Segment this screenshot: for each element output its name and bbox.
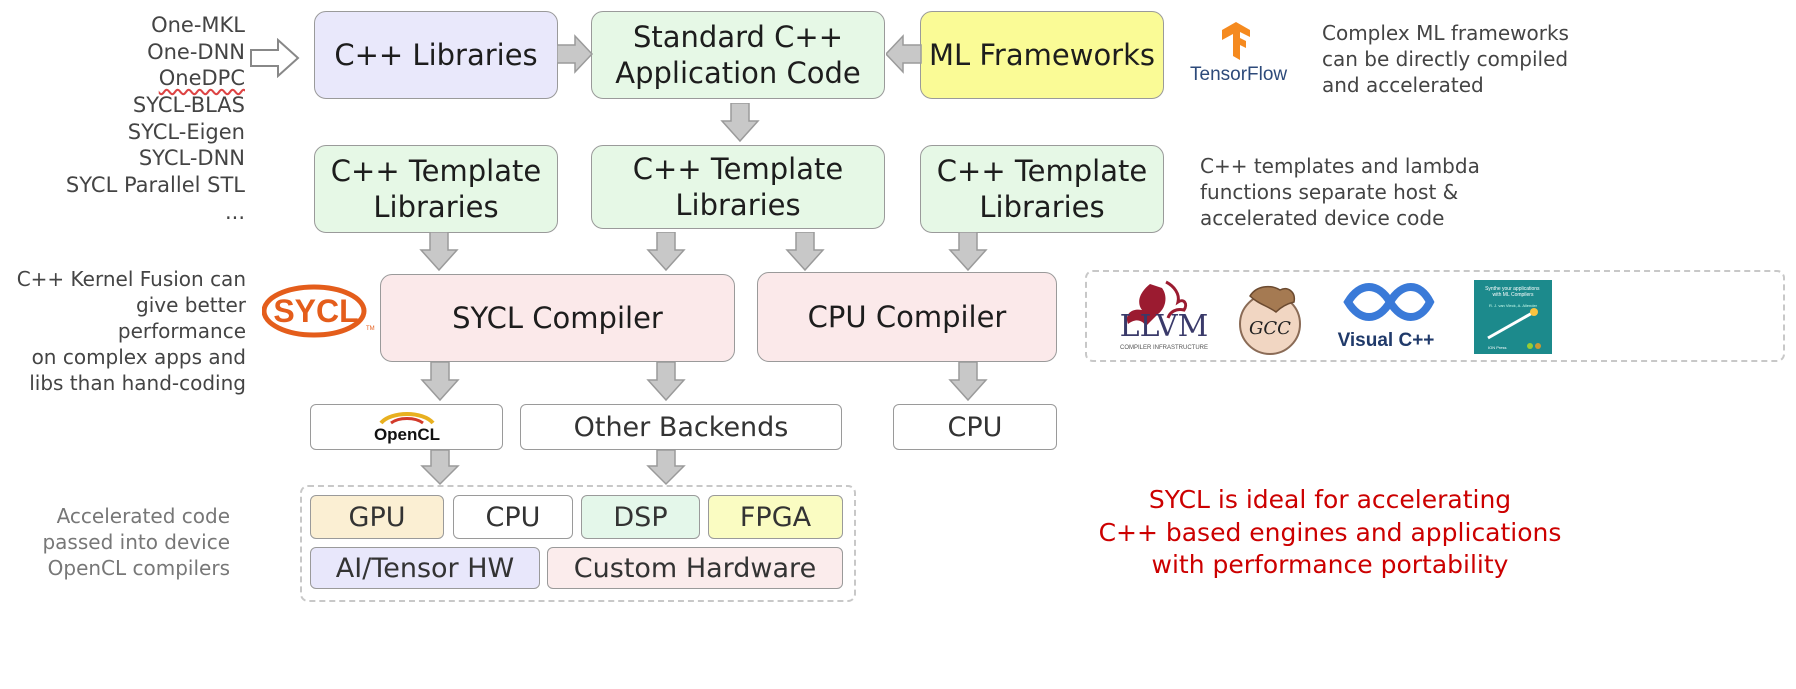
- dsp-device: DSP: [581, 495, 700, 539]
- gcc-gnu-icon: GCC: [1239, 285, 1301, 355]
- cpu-backend-box: CPU: [893, 404, 1057, 450]
- gray-arrow-icon: [785, 232, 825, 272]
- svg-text:SYCL: SYCL: [273, 293, 358, 329]
- gray-arrow-icon: [948, 232, 988, 272]
- compiler-logos-panel: [1085, 270, 1785, 362]
- library-item: ...: [224, 199, 245, 224]
- cpu-compiler-box: CPU Compiler: [757, 272, 1057, 362]
- template-libraries-box: C++ Template Libraries: [920, 145, 1164, 233]
- library-item: SYCL-Eigen: [127, 119, 245, 144]
- standard-app-code-box: Standard C++ Application Code: [591, 11, 885, 99]
- svg-text:COMPILER INFRASTRUCTURE: COMPILER INFRASTRUCTURE: [1120, 345, 1208, 351]
- library-item: One-DNN: [147, 39, 245, 64]
- other-backends-box: Other Backends: [520, 404, 842, 450]
- library-item: SYCL-DNN: [138, 146, 245, 171]
- llvm-dragon-icon: LLVM COMPILER INFRASTRUCTURE: [1120, 280, 1209, 351]
- ml-frameworks-box: ML Frameworks: [920, 11, 1164, 99]
- svg-text:Synthe your applications w: Synthe your applications with ML Compile…: [1485, 286, 1541, 298]
- gray-arrow-icon: [420, 362, 460, 402]
- tensorflow-logo-icon: [1222, 22, 1250, 60]
- gray-arrow-icon: [646, 362, 686, 402]
- device-panel: [300, 485, 856, 602]
- svg-text:R. J. van Vleck, A. Allender: R. J. van Vleck, A. Allender: [1489, 303, 1538, 308]
- svg-text:ION Press: ION Press: [1488, 345, 1506, 350]
- fpga-device: FPGA: [708, 495, 843, 539]
- opencl-backend-box: OpenCL: [310, 404, 503, 450]
- ml-frameworks-note: Complex ML frameworks can be directly co…: [1322, 21, 1569, 97]
- templates-note: C++ templates and lambda functions separ…: [1200, 154, 1480, 230]
- tensorflow-logo-text: TensorFlow: [1190, 64, 1288, 85]
- gpu-device: GPU: [310, 495, 444, 539]
- gray-arrow-icon: [886, 34, 922, 74]
- library-item: SYCL-BLAS: [132, 92, 245, 117]
- kernel-fusion-note: C++ Kernel Fusion can give better perfor…: [16, 267, 246, 395]
- book-cover-icon: Synthe your applications with ML Compile…: [1474, 280, 1552, 354]
- svg-text:Visual C++: Visual C++: [1338, 330, 1435, 351]
- custom-hardware-device: Custom Hardware: [547, 547, 843, 589]
- template-libraries-box: C++ Template Libraries: [591, 145, 885, 229]
- opencl-logo-icon: OpenCL: [373, 412, 440, 444]
- gray-arrow-icon: [646, 232, 686, 272]
- gray-arrow-icon: [948, 362, 988, 402]
- accelerated-code-note: Accelerated code passed into device Open…: [42, 504, 230, 580]
- cpp-libraries-box: C++ Libraries: [314, 11, 558, 99]
- library-item: OneDPC: [158, 66, 245, 91]
- svg-text:GCC: GCC: [1249, 318, 1291, 339]
- gray-arrow-icon: [557, 34, 593, 74]
- library-item: One-MKL: [151, 13, 245, 37]
- visual-cpp-infinity-icon: Visual C++: [1338, 283, 1435, 351]
- svg-text:OpenCL: OpenCL: [373, 425, 439, 444]
- library-item: SYCL Parallel STL: [65, 172, 245, 197]
- sycl-compiler-box: SYCL Compiler: [380, 274, 735, 362]
- gray-arrow-icon: [646, 450, 686, 486]
- svg-text:TM: TM: [366, 326, 375, 332]
- library-list: One-MKL One-DNN OneDPC SYCL-BLAS SYCL-Ei…: [40, 12, 245, 225]
- template-libraries-box: C++ Template Libraries: [314, 145, 558, 233]
- svg-text:LLVM: LLVM: [1120, 309, 1209, 344]
- gray-arrow-icon: [419, 232, 459, 272]
- sycl-ideal-note: SYCL is ideal for accelerating C++ based…: [1098, 485, 1562, 579]
- ai-tensor-device: AI/Tensor HW: [310, 547, 540, 589]
- cpu-device: CPU: [453, 495, 573, 539]
- sycl-logo-icon: SYCL TM: [262, 284, 375, 338]
- gray-arrow-icon: [420, 450, 460, 486]
- gray-arrow-icon: [720, 103, 760, 143]
- hollow-arrow-right-icon: [250, 38, 300, 78]
